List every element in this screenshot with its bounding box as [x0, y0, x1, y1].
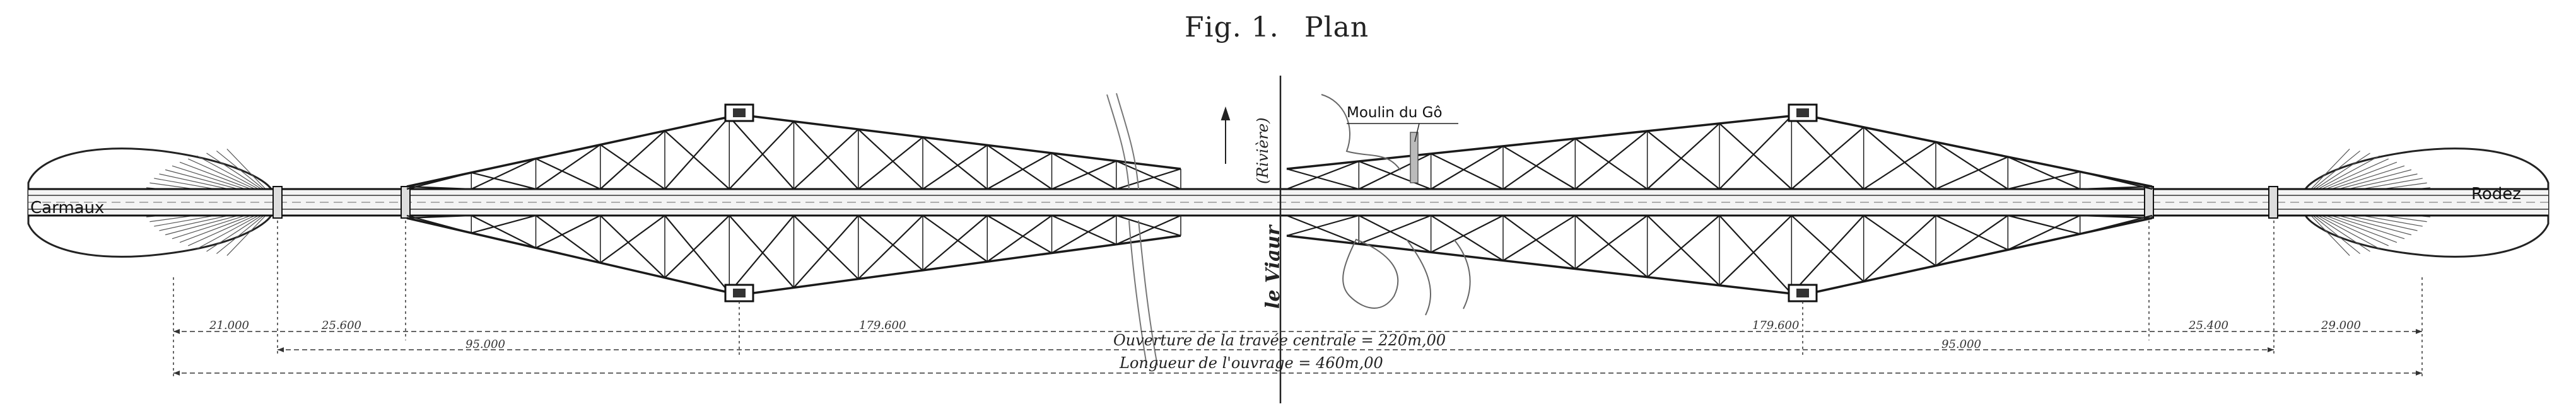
dim-left-end: 21.000 — [209, 319, 249, 332]
dim-total-length: Longueur de l'ouvrage = 460m,00 — [1119, 354, 1383, 372]
figure-number: Fig. 1. — [1185, 11, 1279, 43]
dim-cantilever-left: 95.000 — [465, 338, 505, 351]
dim-left-approach: 25.600 — [321, 319, 361, 332]
right-town-label: Rodez — [2471, 185, 2521, 204]
dim-central-opening: Ouverture de la travée centrale = 220m,0… — [1113, 331, 1446, 349]
mill-label: Moulin du Gô — [1347, 105, 1443, 121]
left-town-label: Carmaux — [30, 199, 104, 217]
dim-right-end: 29.000 — [2321, 319, 2361, 332]
dim-right-main: 179.600 — [1752, 319, 1799, 332]
left-cantilever-truss — [406, 113, 1181, 296]
river-label: le Viaur — [1262, 224, 1284, 309]
dimension-ticks — [173, 329, 2422, 376]
right-truss-web — [1286, 115, 2153, 294]
river-valley-sketch — [1106, 76, 1471, 403]
north-arrow-icon — [1221, 106, 1231, 164]
dim-left-main: 179.600 — [859, 319, 906, 332]
dimension-lines — [173, 221, 2423, 378]
bridge-deck — [28, 188, 2548, 217]
approach-piers — [272, 186, 2278, 219]
left-truss-web — [406, 116, 1181, 294]
main-pier-left — [724, 103, 754, 302]
river-note-label: (Rivière) — [1254, 117, 1272, 184]
figure-title: Plan — [1304, 11, 1369, 43]
dim-right-approach: 25.400 — [2188, 319, 2228, 332]
dim-cantilever-right: 95.000 — [1941, 338, 1981, 351]
right-cantilever-truss — [1286, 113, 2153, 296]
